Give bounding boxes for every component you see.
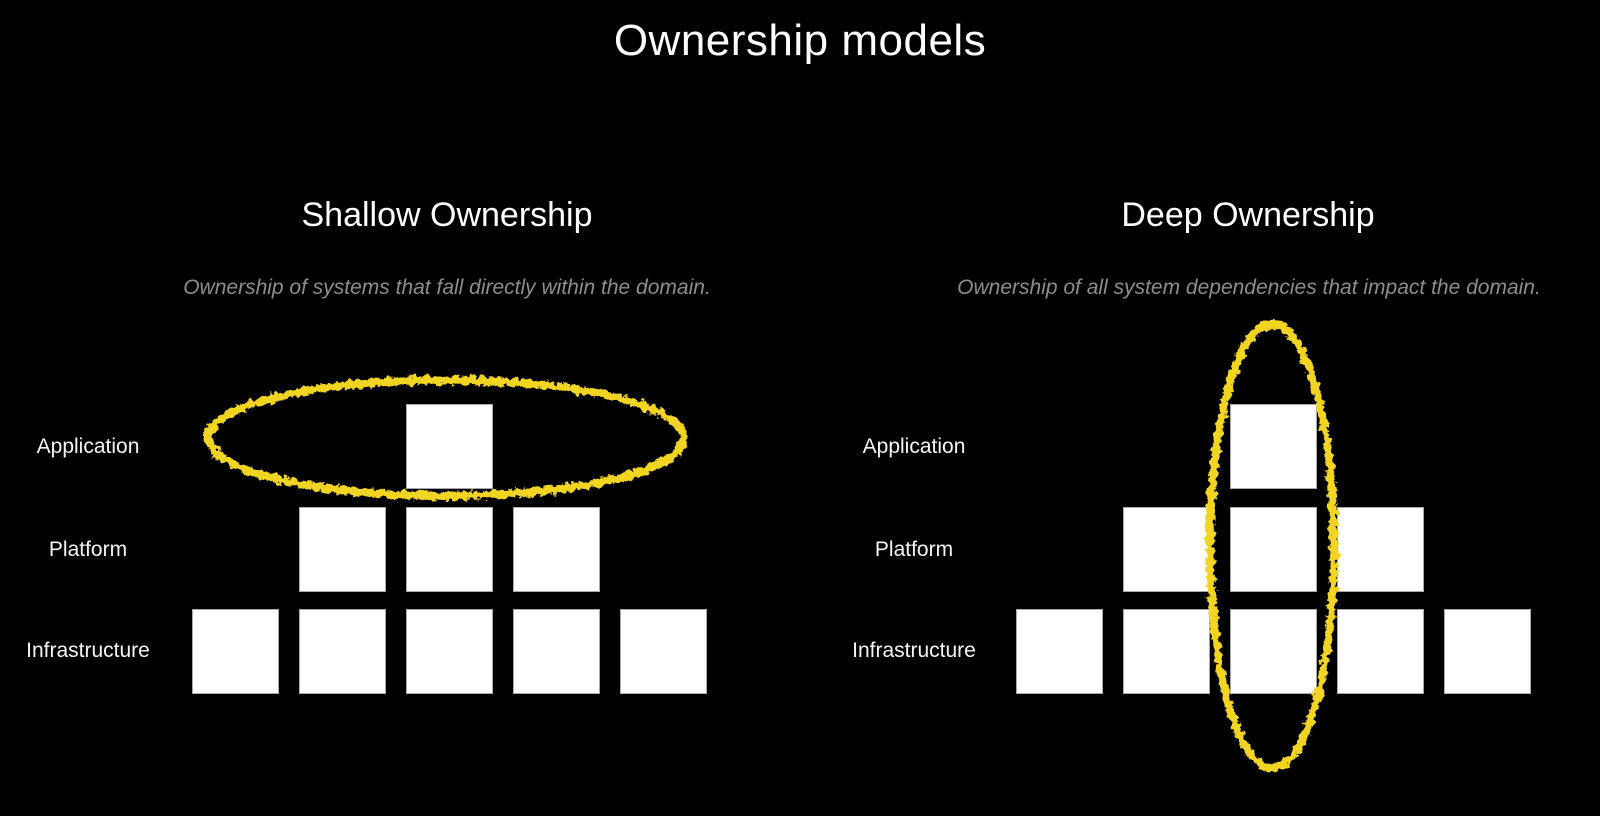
row-label-platform: Platform bbox=[874, 538, 954, 561]
pyramid-square-infrastructure bbox=[299, 609, 386, 694]
shallow-ownership-heading: Shallow Ownership bbox=[301, 196, 593, 234]
row-label-application: Application bbox=[862, 435, 966, 458]
row-label-infrastructure: Infrastructure bbox=[26, 639, 150, 662]
pyramid-square-application bbox=[406, 404, 493, 489]
pyramid-square-infrastructure bbox=[1337, 609, 1424, 694]
pyramid-square-platform bbox=[1123, 507, 1210, 592]
shallow-ownership-subtitle: Ownership of systems that fall directly … bbox=[183, 276, 711, 299]
pyramid-square-platform bbox=[406, 507, 493, 592]
deep-ownership-heading: Deep Ownership bbox=[1121, 196, 1375, 234]
deep-ownership-subtitle: Ownership of all system dependencies tha… bbox=[957, 276, 1541, 299]
pyramid-square-platform bbox=[1337, 507, 1424, 592]
pyramid-square-application bbox=[1230, 404, 1317, 489]
pyramid-square-infrastructure bbox=[1123, 609, 1210, 694]
row-label-infrastructure: Infrastructure bbox=[852, 639, 976, 662]
slide-title: Ownership models bbox=[613, 16, 987, 65]
pyramid-square-infrastructure bbox=[620, 609, 707, 694]
pyramid-square-platform bbox=[1230, 507, 1317, 592]
pyramid-square-infrastructure bbox=[1230, 609, 1317, 694]
pyramid-square-platform bbox=[299, 507, 386, 592]
pyramid-square-platform bbox=[513, 507, 600, 592]
row-label-platform: Platform bbox=[48, 538, 128, 561]
pyramid-square-infrastructure bbox=[513, 609, 600, 694]
pyramid-square-infrastructure bbox=[1016, 609, 1103, 694]
pyramid-square-infrastructure bbox=[1444, 609, 1531, 694]
pyramid-square-infrastructure bbox=[192, 609, 279, 694]
pyramid-square-infrastructure bbox=[406, 609, 493, 694]
row-label-application: Application bbox=[36, 435, 140, 458]
